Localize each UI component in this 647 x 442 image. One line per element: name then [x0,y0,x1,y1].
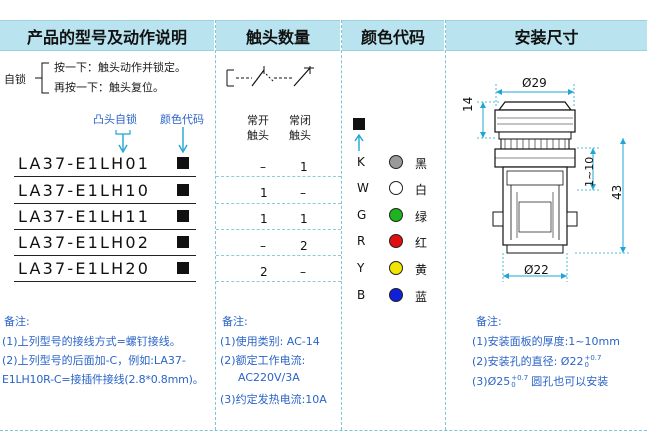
note-line: (2)上列型号的后面加-C，例如:LA37- [2,354,186,367]
color-circle-icon [389,155,403,169]
callout-color: 颜色代码 [160,113,204,126]
header-dimensions: 安装尺寸 [446,20,647,51]
no-count: 1 [260,212,268,226]
note-text: (3)Ø25 [472,375,511,388]
header-product: 产品的型号及动作说明 [0,20,214,51]
color-letter: W [357,181,369,195]
no-contact-label-1: 常开 [247,114,269,127]
nc-count: – [300,265,306,279]
notes-title: 备注: [4,315,30,328]
color-letter: K [357,155,365,169]
color-circle-icon [389,288,403,302]
nc-contact-label-2: 触头 [289,129,311,142]
color-swatch-icon [177,184,189,196]
row-divider [216,281,341,282]
note-text: (2)安装孔的直径: Ø22 [472,355,584,368]
color-name: 红 [415,236,428,250]
column-divider [215,20,216,430]
row-divider [14,229,196,230]
no-count: – [260,160,266,174]
color-swatch-icon [177,262,189,274]
tolerance-upper: +0.7 [584,354,602,362]
note-line: (1)上列型号的接线方式=螺钉接线。 [2,335,181,348]
dim-diameter-22: Ø22 [524,263,549,277]
dim-panel-range: 1~10 [583,156,596,187]
nc-count: 1 [300,212,308,226]
tolerance-lower: 0 [511,381,516,389]
tolerance-lower: 0 [584,361,589,369]
color-circle-icon [389,234,403,248]
contact-symbol-icon [226,66,314,87]
color-letter: Y [357,261,365,275]
note-text: 圆孔也可以安装 [531,375,609,388]
tolerance-upper: +0.7 [511,374,529,382]
callout-convex: 凸头自锁 [93,113,137,126]
row-divider [216,176,341,177]
color-name: 白 [415,183,428,197]
row-divider [14,281,196,282]
no-count: 2 [260,265,268,279]
dimension-drawing [477,84,629,282]
no-count: 1 [260,186,268,200]
color-circle-icon [389,181,403,195]
notes-title: 备注: [222,315,248,328]
model-code: LA37-E1LH11 [18,207,151,226]
model-code: LA37-E1LH02 [18,233,151,252]
nc-contact-label-1: 常闭 [289,114,311,127]
self-lock-line2: 再按一下：触头复位。 [54,81,164,94]
no-contact-label-2: 触头 [247,129,269,142]
color-swatch-icon [177,210,189,222]
header-contacts: 触头数量 [216,20,340,51]
note-line: (1)使用类别: AC-14 [220,335,320,348]
nc-count: 2 [300,239,308,253]
model-code: LA37-E1LH20 [18,259,151,278]
row-divider [14,176,196,177]
note-line: (2)额定工作电流: [220,354,306,367]
model-code: LA37-E1LH01 [18,154,151,173]
row-divider [14,255,196,256]
row-divider [216,203,341,204]
color-name: 蓝 [415,290,428,304]
notes-title: 备注: [476,315,502,328]
color-swatch-icon [177,157,189,169]
dim-length-43: 43 [610,184,624,200]
nc-count: – [300,186,306,200]
row-divider [216,255,341,256]
dim-diameter-29: Ø29 [522,76,547,90]
self-lock-line1: 按一下：触头动作并锁定。 [54,61,186,74]
header-color-code: 颜色代码 [342,20,444,51]
note-line: E1LH10R-C=接插件接线(2.8*0.8mm)。 [2,373,204,386]
color-name: 绿 [415,210,428,224]
color-circle-icon [389,208,403,222]
self-lock-label: 自锁 [4,73,26,86]
row-divider [14,203,196,204]
bottom-rule [0,430,647,431]
bracket-icon [35,62,49,94]
column-divider [341,20,342,430]
note-line: (1)安装面板的厚度:1~10mm [472,335,620,348]
dim-height-14: 14 [461,96,475,112]
note-line: AC220V/3A [238,371,300,384]
column-divider [445,20,446,430]
up-arrow-icon [354,133,364,151]
note-line: (3)约定发热电流:10A [220,393,327,406]
color-letter: R [357,234,366,248]
color-name: 黄 [415,263,428,277]
color-indicator-icon [353,118,365,130]
color-circle-icon [389,261,403,275]
row-divider [216,229,341,230]
color-letter: G [357,208,367,222]
nc-count: 1 [300,160,308,174]
color-letter: B [357,288,366,302]
color-name: 黑 [415,157,428,171]
callout-arrows-icon [115,127,188,154]
color-swatch-icon [177,236,189,248]
no-count: – [260,239,266,253]
model-code: LA37-E1LH10 [18,181,151,200]
